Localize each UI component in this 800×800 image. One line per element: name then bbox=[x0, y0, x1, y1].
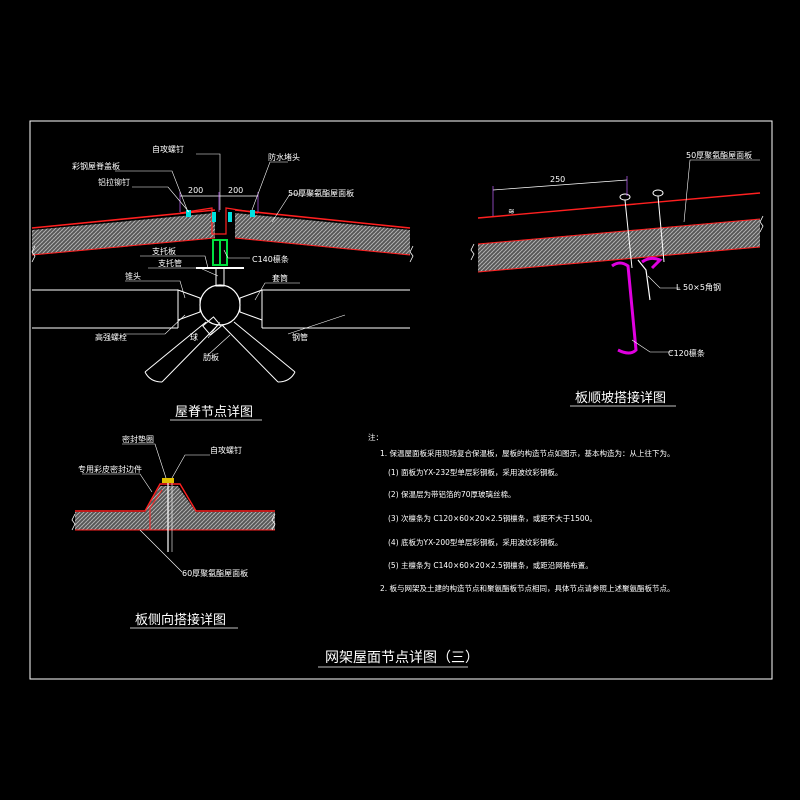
label-waterproof-plug: 防水堵头 bbox=[268, 152, 300, 162]
slope-lap-detail: ≋ 250 50厚聚氨酯屋面板 L 50×5角钢 C120檩条 板顺坡搭接详图 bbox=[470, 150, 764, 407]
label-pull-rivet: 铝拉铆钉 bbox=[98, 177, 130, 187]
sheet-border bbox=[29, 120, 773, 680]
label-ridge-panel: 50厚聚氨酯屋面板 bbox=[288, 188, 354, 198]
label-ridge-cap: 彩钢屋脊盖板 bbox=[72, 161, 120, 171]
note-line-6: (5) 主檩条为 C140×60×20×2.5钢檩条，或距沿网格布置。 bbox=[388, 560, 593, 570]
slope-panel-mid-skin bbox=[477, 218, 761, 245]
slope-leaders bbox=[631, 159, 760, 353]
label-angle-steel: L 50×5角钢 bbox=[676, 282, 721, 292]
diagonal-tube-right bbox=[221, 321, 296, 383]
ridge-dim-right: 200 bbox=[228, 186, 243, 195]
label-self-tapping-screw: 自攻螺钉 bbox=[152, 144, 184, 154]
label-slope-panel: 50厚聚氨酯屋面板 bbox=[686, 150, 752, 160]
note-line-1: 1. 保温屋面板采用现场复合保温板，屋板的构造节点如图示，基本构造为：从上往下为… bbox=[380, 448, 675, 458]
ridge-break-right bbox=[409, 245, 414, 263]
right-cone bbox=[239, 289, 263, 321]
ridge-panel-insulation bbox=[32, 213, 410, 255]
c120-purlin bbox=[611, 256, 663, 355]
label-c120-purlin: C120檩条 bbox=[668, 348, 705, 358]
side-seal-washer bbox=[162, 478, 174, 483]
side-lap-title: 板侧向搭接详图 bbox=[135, 612, 226, 628]
waterproof-plug-right bbox=[228, 212, 232, 222]
label-side-panel: 60厚聚氨酯屋面板 bbox=[182, 568, 248, 578]
slope-dim-value: 250 bbox=[550, 175, 565, 184]
angle-steel bbox=[637, 259, 651, 301]
note-line-3: (2) 保温层为带铝箔的70厚玻璃丝棉。 bbox=[388, 489, 516, 499]
sheet-title: 网架屋面节点详图（三） bbox=[325, 650, 479, 666]
waterproof-plug-left bbox=[212, 212, 216, 222]
side-lap-detail: 密封垫圈 自攻螺钉 专用彩皮密封边件 60厚聚氨酯屋面板 板侧向搭接详图 bbox=[71, 434, 276, 629]
support-tube-shape bbox=[215, 267, 225, 287]
rib-plate bbox=[202, 316, 222, 336]
ridge-detail: 200 200 自攻螺钉 彩钢屋脊盖板 铝拉铆钉 防水堵头 50厚聚氨酯屋面板 … bbox=[31, 144, 414, 421]
diagonal-tube-left bbox=[144, 321, 219, 383]
ridge-dim-left: 200 bbox=[188, 186, 203, 195]
slope-panel-insulation bbox=[478, 219, 760, 272]
pull-rivet-left bbox=[186, 210, 191, 217]
note-line-5: (4) 底板为YX-200型单层彩钢板，采用波纹彩钢板。 bbox=[388, 537, 562, 547]
ridge-cap-plate bbox=[179, 207, 259, 235]
side-panel-inner-skin bbox=[149, 489, 163, 530]
right-steel-tube bbox=[261, 289, 410, 329]
label-seal-tape: 专用彩皮密封边件 bbox=[78, 464, 142, 474]
label-support-plate: 支托板 bbox=[152, 246, 176, 256]
note-line-7: 2. 板与网架及土建的构造节点和聚氨酯板节点相同，具体节点请参照上述聚氨酯板节点… bbox=[380, 583, 675, 593]
label-c140-purlin: C140檩条 bbox=[252, 254, 289, 264]
ridge-leaders bbox=[115, 153, 346, 356]
slope-lap-title: 板顺坡搭接详图 bbox=[575, 390, 666, 406]
side-panel-top-skin bbox=[75, 483, 275, 512]
left-cone bbox=[177, 289, 201, 321]
ridge-panel-top-skin bbox=[31, 209, 411, 229]
slope-break-right bbox=[759, 215, 764, 233]
ridge-break-left bbox=[31, 245, 36, 263]
slope-dim-line bbox=[492, 179, 628, 191]
left-steel-tube bbox=[32, 289, 179, 329]
slope-break-left bbox=[470, 243, 475, 261]
svg-text:≋: ≋ bbox=[508, 207, 515, 216]
pull-rivet-right bbox=[250, 210, 255, 217]
label-rib-plate: 肋板 bbox=[203, 352, 219, 362]
slope-screw-2 bbox=[657, 195, 665, 263]
side-panel-insulation bbox=[75, 486, 275, 530]
notes-block: 注： 1. 保温屋面板采用现场复合保温板，屋板的构造节点如图示，基本构造为：从上… bbox=[368, 432, 675, 593]
note-line-4: (3) 次檩条为 C120×60×20×2.5钢檩条，或距不大于1500。 bbox=[388, 513, 597, 523]
label-support-tube: 支托管 bbox=[158, 258, 182, 268]
notes-heading: 注： bbox=[368, 432, 383, 442]
note-line-2: (1) 面板为YX-232型单层彩钢板，采用波纹彩钢板。 bbox=[388, 467, 562, 477]
ball-node bbox=[199, 284, 241, 326]
side-break-right bbox=[271, 513, 276, 531]
label-cone: 锥头 bbox=[125, 271, 141, 281]
ridge-detail-title: 屋脊节点详图 bbox=[175, 405, 253, 420]
slope-screw-1 bbox=[624, 199, 633, 269]
side-leaders bbox=[82, 443, 210, 573]
label-steel-tube: 钢管 bbox=[292, 332, 308, 342]
label-seal-washer: 密封垫圈 bbox=[122, 434, 154, 444]
label-side-self-tapping: 自攻螺钉 bbox=[210, 445, 242, 455]
label-ball: 球 bbox=[190, 332, 198, 342]
ridge-panel-bottom-skin bbox=[31, 237, 411, 256]
slope-panel-bottom-skin bbox=[477, 246, 761, 273]
slope-panel-top-skin bbox=[477, 192, 761, 219]
label-high-strength-bolt: 高强螺栓 bbox=[95, 332, 127, 342]
side-break-left bbox=[71, 513, 76, 531]
label-sleeve: 套筒 bbox=[272, 273, 288, 283]
